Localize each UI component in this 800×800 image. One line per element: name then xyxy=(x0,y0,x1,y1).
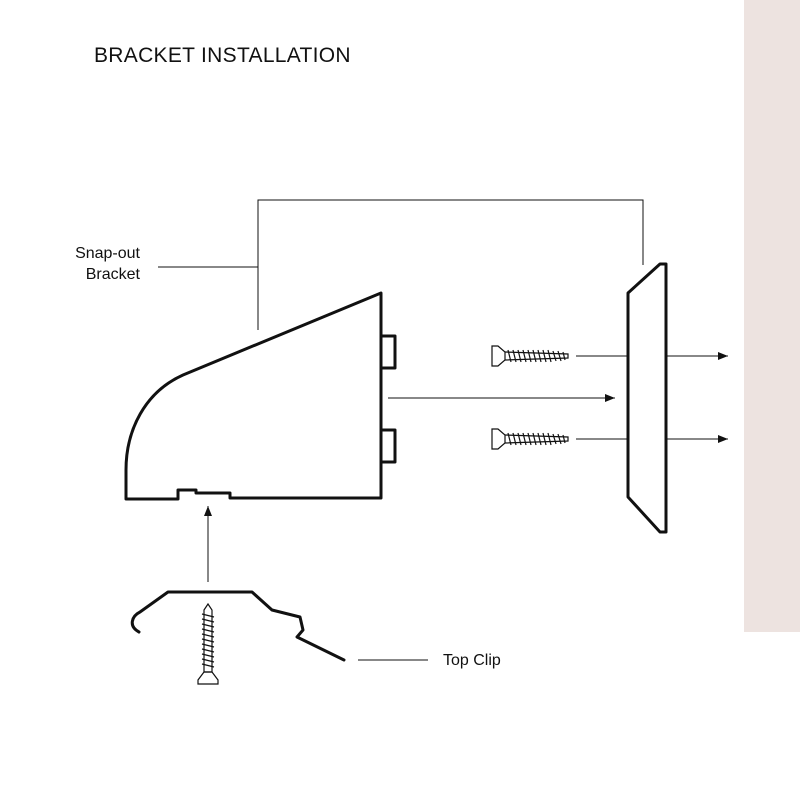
bracket-tab-upper xyxy=(381,334,397,370)
screw-lower-thread xyxy=(507,432,566,446)
bracket-bridge-line xyxy=(257,199,644,330)
screw-lower-head xyxy=(491,428,506,450)
snap-out-bracket-label: Snap-out Bracket xyxy=(40,243,140,285)
screw-vertical-thread xyxy=(201,613,215,668)
side-panel xyxy=(744,0,800,632)
bracket-label-line1: Snap-out xyxy=(75,245,140,262)
top-clip xyxy=(130,590,346,662)
bracket-tab-lower xyxy=(381,428,397,464)
screw-upper-head xyxy=(491,345,506,367)
snap-out-bracket xyxy=(124,291,397,501)
screw-upper xyxy=(491,345,569,367)
bracket-label-line2: Bracket xyxy=(85,266,140,283)
wall-plate xyxy=(626,262,668,534)
top-clip-label: Top Clip xyxy=(443,652,501,669)
diagram-title: BRACKET INSTALLATION xyxy=(94,44,351,67)
screw-lower xyxy=(491,428,569,450)
screw-lower-shaft xyxy=(504,434,569,444)
assembly-arrows xyxy=(204,352,728,582)
screw-upper-shaft xyxy=(504,351,569,361)
screw-upper-thread xyxy=(507,349,566,363)
bracket-leader-lines xyxy=(158,199,644,661)
bracket-profile xyxy=(124,291,383,501)
screw-vertical xyxy=(197,602,219,685)
screw-vertical-head xyxy=(197,671,219,685)
